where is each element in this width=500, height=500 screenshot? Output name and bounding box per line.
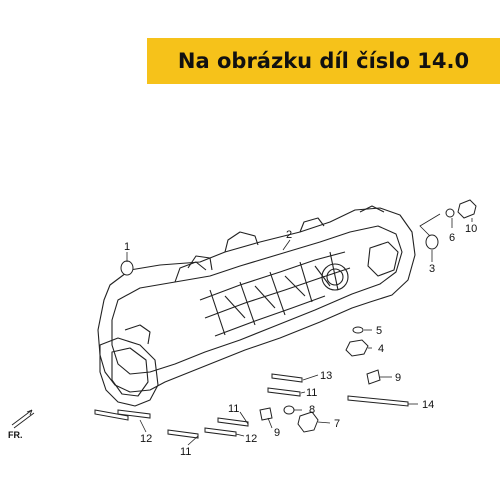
callout-7: 7 [334,418,340,430]
callout-13: 13 [320,370,332,382]
plug-7 [297,411,319,433]
bolt-13 [271,373,303,383]
stud-bolt-14 [347,395,409,407]
dowel-pin-1 [120,260,134,276]
callout-1: 1 [124,241,130,253]
bolt-11b [217,417,249,427]
bolt-11a [267,387,301,397]
washer-5 [352,326,364,334]
bolt-11c [167,429,199,439]
banner-text: Na obrázku díl číslo 14.0 [177,49,470,73]
collar-9a [366,369,381,385]
callout-12a: 12 [140,433,152,445]
bolt-12a [94,409,129,421]
callout-6: 6 [449,232,455,244]
front-direction-indicator: FR. [8,409,35,440]
callout-labels: 1 2 3 4 5 6 7 8 9 9 10 11 11 11 12 12 12… [124,223,477,458]
callout-14: 14 [422,399,434,411]
drain-plug-10 [457,199,477,219]
front-arrow-icon [11,409,35,429]
leader-lines [126,213,473,446]
bolt-12c [204,427,237,437]
collar-9b [259,407,273,421]
callout-2: 2 [286,229,292,241]
washer-6 [445,208,455,218]
callout-11b: 11 [228,403,239,415]
callout-11c: 11 [180,446,191,458]
crankcase-drawing [97,205,416,407]
callout-9a: 9 [395,372,401,384]
nut-4 [345,339,369,357]
parts-drawing [94,199,477,439]
callout-11a: 11 [306,387,317,399]
callout-8: 8 [309,404,315,416]
callout-9b: 9 [274,427,280,439]
title-banner: Na obrázku díl číslo 14.0 [147,38,500,84]
callout-5: 5 [376,325,382,337]
callout-12b: 12 [245,433,257,445]
callout-4: 4 [378,343,384,355]
front-label: FR. [8,430,23,440]
dowel-pin-3 [425,234,439,250]
callout-3: 3 [429,263,435,275]
callout-10: 10 [465,223,477,235]
washer-8 [283,405,295,415]
bolt-12b [117,409,151,419]
